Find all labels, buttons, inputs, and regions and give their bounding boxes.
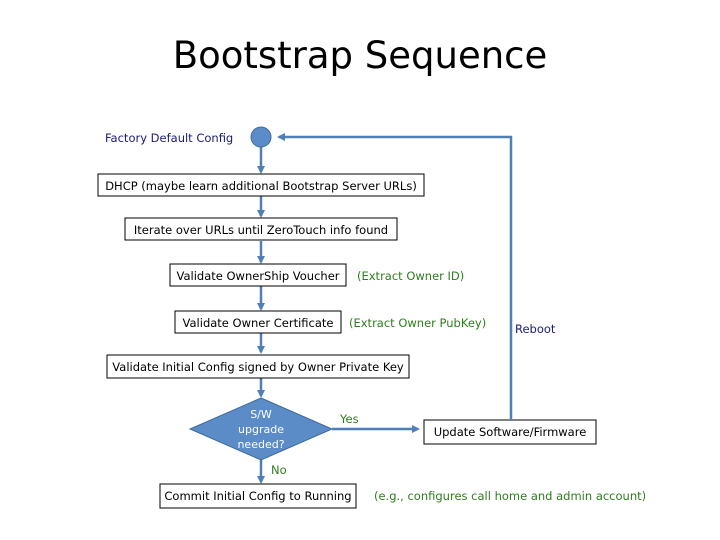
step-box-voucher <box>169 263 347 287</box>
yes-label: Yes <box>339 412 359 426</box>
decision-line-1: S/W <box>250 408 272 421</box>
step-voucher-text: Validate OwnerShip Voucher <box>177 269 340 283</box>
update-box <box>423 419 597 445</box>
step-dhcp-text: DHCP (maybe learn additional Bootstrap S… <box>105 179 417 193</box>
start-label: Factory Default Config <box>105 131 233 145</box>
no-label: No <box>271 463 287 477</box>
step-box-dhcp <box>97 173 425 197</box>
update-box-text: Update Software/Firmware <box>434 425 587 439</box>
step-box-initial-config <box>106 354 410 379</box>
commit-box-text: Commit Initial Config to Running <box>164 489 351 503</box>
commit-note: (e.g., configures call home and admin ac… <box>374 489 646 503</box>
step-certificate-text: Validate Owner Certificate <box>183 316 334 330</box>
arrow-reboot-loop <box>277 133 513 420</box>
upgrade-decision-diamond <box>188 397 334 461</box>
decision-line-2: upgrade <box>238 423 284 436</box>
decision-line-3: needed? <box>237 438 284 451</box>
start-node <box>250 126 272 148</box>
commit-box <box>159 483 357 509</box>
step-box-iterate <box>124 217 398 241</box>
step-initial-config-text: Validate Initial Config signed by Owner … <box>112 360 404 374</box>
step-iterate-text: Iterate over URLs until ZeroTouch info f… <box>134 223 388 237</box>
page-title: Bootstrap Sequence <box>173 34 548 77</box>
reboot-label: Reboot <box>515 322 556 336</box>
step-box-certificate <box>174 310 342 334</box>
voucher-note: (Extract Owner ID) <box>357 269 464 283</box>
certificate-note: (Extract Owner PubKey) <box>349 316 486 330</box>
